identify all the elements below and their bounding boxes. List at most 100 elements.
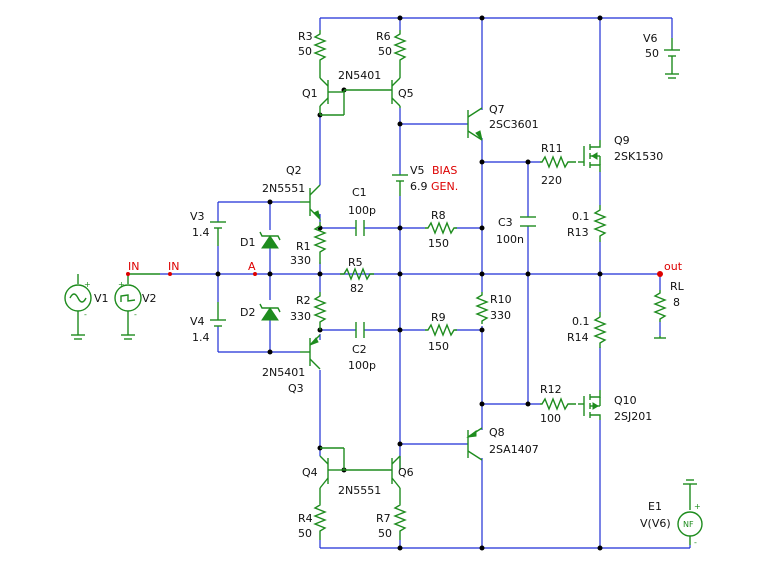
- resistor-r6: [393, 30, 407, 78]
- label-v5-value: 6.9: [410, 180, 428, 193]
- resistor-r5: [340, 267, 374, 281]
- label-q9-ref: Q9: [614, 134, 630, 147]
- label-r13-value: 0.1: [572, 210, 590, 223]
- label-in: IN: [168, 260, 179, 273]
- label-r6-value: 50: [378, 45, 392, 58]
- label-r11-value: 220: [541, 174, 562, 187]
- capacitor-c2: [355, 322, 365, 338]
- label-r5-ref: R5: [348, 256, 363, 269]
- resistor-r2: [313, 292, 327, 330]
- label-rl-value: 8: [673, 296, 680, 309]
- label-q2-part: 2N5551: [262, 182, 305, 195]
- label-r7-ref: R7: [376, 512, 391, 525]
- label-v3-value: 1.4: [192, 226, 210, 239]
- capacitor-c1: [355, 220, 365, 236]
- label-e1-value: V(V6): [640, 517, 671, 530]
- diode-d1: [259, 231, 281, 249]
- label-c3-ref: C3: [498, 216, 513, 229]
- label-q5-part: 2N5401: [338, 69, 381, 82]
- label-v5-ref: V5: [410, 164, 425, 177]
- resistor-r4: [313, 488, 327, 540]
- resistor-r11: [540, 155, 576, 169]
- label-r8-value: 150: [428, 237, 449, 250]
- resistor-r3: [313, 30, 327, 78]
- transistor-q8: [466, 427, 483, 461]
- svg-text:-: -: [84, 310, 87, 319]
- resistor-r1: [313, 222, 327, 264]
- transistor-q4: [319, 447, 345, 489]
- label-q2-ref: Q2: [286, 164, 302, 177]
- label-d2-ref: D2: [240, 306, 255, 319]
- label-q6-ref: Q6: [398, 466, 414, 479]
- label-out: out: [664, 260, 683, 273]
- label-q10-part: 2SJ201: [614, 410, 652, 423]
- battery-v5: [392, 174, 408, 196]
- svg-text:-: -: [134, 310, 137, 319]
- label-r2-ref: R2: [296, 294, 311, 307]
- label-r3-ref: R3: [298, 30, 313, 43]
- label-r12-ref: R12: [540, 383, 562, 396]
- label-v2-ref: V2: [142, 292, 157, 305]
- transistor-q5: [344, 77, 401, 108]
- resistor-r12: [540, 397, 576, 411]
- label-c2-ref: C2: [352, 343, 367, 356]
- label-q8-part: 2SA1407: [489, 443, 539, 456]
- source-v2: + -: [114, 272, 160, 340]
- label-q3-ref: Q3: [288, 382, 304, 395]
- a-node-marker: [253, 272, 257, 276]
- label-c1-value: 100p: [348, 204, 376, 217]
- transistor-q2: [300, 184, 321, 221]
- label-c2-value: 100p: [348, 359, 376, 372]
- label-r12-value: 100: [540, 412, 561, 425]
- label-d1-ref: D1: [240, 236, 255, 249]
- battery-v4: [210, 302, 226, 327]
- label-r4-ref: R4: [298, 512, 313, 525]
- label-v1-ref: V1: [94, 292, 109, 305]
- label-r6-ref: R6: [376, 30, 391, 43]
- label-r4-value: 50: [298, 527, 312, 540]
- label-q5-ref: Q5: [398, 87, 414, 100]
- label-v4-ref: V4: [190, 315, 205, 328]
- mosfet-q9: [578, 140, 601, 172]
- label-rl-ref: RL: [670, 280, 685, 293]
- labels: R3 50 R6 50 Q1 2N5401 Q5 V6 50 Q7 2SC360…: [94, 30, 694, 540]
- label-q6-part: 2N5551: [338, 484, 381, 497]
- diode-d2: [259, 303, 281, 321]
- svg-text:-: -: [694, 538, 697, 547]
- label-q9-part: 2SK1530: [614, 150, 663, 163]
- mosfet-q10: [578, 390, 601, 420]
- label-r8-ref: R8: [431, 209, 446, 222]
- battery-v3: [210, 221, 226, 246]
- label-r9-value: 150: [428, 340, 449, 353]
- resistor-r9: [425, 323, 457, 337]
- label-r14-ref: R14: [567, 331, 589, 344]
- label-r3-value: 50: [298, 45, 312, 58]
- transistor-q1: [319, 77, 345, 116]
- label-bias: BIAS: [432, 164, 457, 177]
- resistor-rl: [653, 290, 667, 339]
- label-q7-part: 2SC3601: [489, 118, 539, 131]
- resistor-r7: [393, 488, 407, 540]
- label-q4-ref: Q4: [302, 466, 318, 479]
- label-c1-ref: C1: [352, 186, 367, 199]
- label-q1-ref: Q1: [302, 87, 318, 100]
- label-r7-value: 50: [378, 527, 392, 540]
- label-q8-ref: Q8: [489, 426, 505, 439]
- label-r11-ref: R11: [541, 142, 563, 155]
- resistor-r14: [593, 312, 607, 348]
- transistor-q3: [300, 334, 321, 370]
- resistor-r8: [425, 221, 457, 235]
- label-r10-value: 330: [490, 309, 511, 322]
- transistor-q7: [467, 107, 483, 141]
- label-r2-value: 330: [290, 310, 311, 323]
- label-q10-ref: Q10: [614, 394, 637, 407]
- wires: [160, 17, 691, 549]
- in-node-marker: [168, 272, 172, 276]
- svg-text:+: +: [694, 502, 701, 511]
- out-node-marker: [657, 271, 663, 277]
- label-gen: GEN.: [431, 180, 458, 193]
- label-v6-value: 50: [645, 47, 659, 60]
- capacitor-c3: [520, 216, 536, 227]
- label-c3-value: 100n: [496, 233, 524, 246]
